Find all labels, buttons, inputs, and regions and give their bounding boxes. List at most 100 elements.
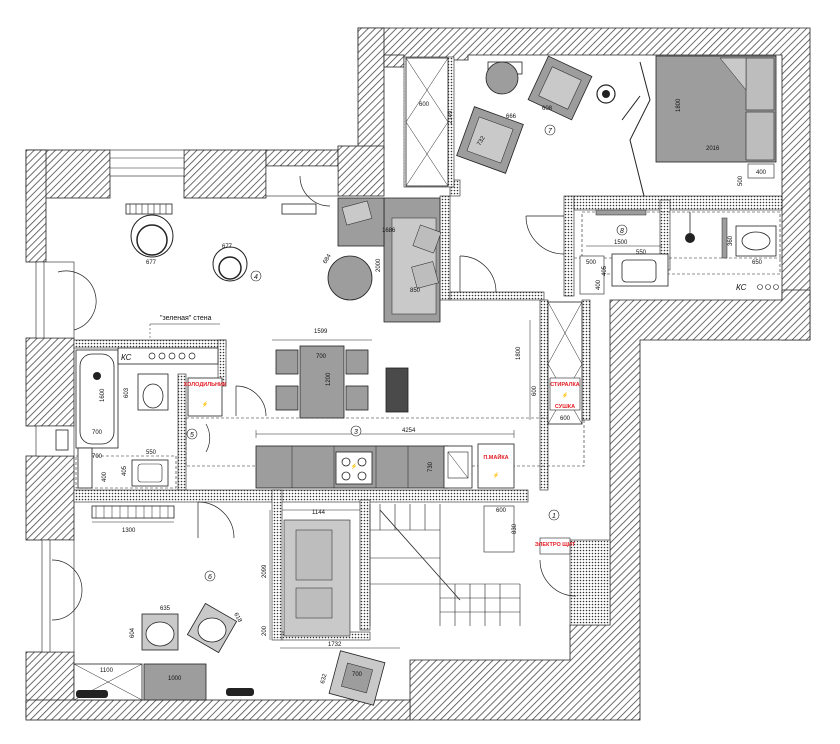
exterior-walls (25, 27, 811, 721)
dim-677-b: 677 (222, 244, 233, 250)
fridge (187, 377, 223, 417)
room-number-3: 3 (354, 429, 358, 436)
dim-1100: 1100 (100, 668, 114, 674)
dressing-room (283, 519, 351, 637)
dim-2016: 2016 (706, 146, 720, 152)
dining-area (275, 345, 409, 419)
dim-200: 200 (262, 625, 268, 636)
dining-chair (275, 349, 299, 375)
dim-684: 684 (323, 253, 334, 265)
shield-label: ЭЛЕКТРО ЩИТ (535, 542, 576, 548)
dim-1800-mid: 1800 (516, 346, 522, 360)
dim-405-bath: 405 (122, 465, 128, 476)
dim-550-bath: 550 (146, 450, 157, 456)
dim-700-chair: 700 (352, 672, 363, 678)
radiator-bath (55, 429, 69, 451)
dim-618: 618 (232, 612, 243, 624)
ks-left-label: КС (121, 353, 132, 362)
radiator-mid (281, 203, 317, 215)
dim-1500: 1500 (614, 240, 628, 246)
room-numbers (186, 124, 628, 582)
dryer-label: СУШКА (555, 404, 575, 410)
kitchen: ⚡ П.МАЙКА ⚡ (255, 443, 515, 489)
radiator-bath-2 (77, 447, 93, 489)
dim-603: 603 (124, 387, 130, 398)
dim-700-bath-b: 700 (92, 454, 103, 460)
room-number-1: 1 (552, 513, 556, 520)
room-number-7: 7 (548, 128, 553, 135)
dim-600: 600 (419, 102, 430, 108)
room-number-4: 4 (254, 274, 258, 281)
dim-600-mid-b: 600 (560, 416, 571, 422)
ks-right-label: КС (736, 283, 747, 292)
dim-700-table: 700 (316, 354, 327, 360)
column (385, 367, 409, 413)
dim-632: 632 (320, 673, 329, 685)
dim-2149: 2149 (448, 110, 454, 124)
cabinet-8 (579, 255, 605, 295)
room-number-8: 8 (620, 228, 624, 235)
dim-732: 732 (477, 135, 488, 147)
dim-4254: 4254 (402, 428, 416, 434)
windows (35, 149, 339, 653)
stairs (369, 504, 571, 626)
dim-1300: 1300 (122, 528, 136, 534)
dim-400: 400 (756, 170, 767, 176)
cooktop (335, 451, 373, 485)
washer-label: СТИРАЛКА (550, 382, 580, 388)
laundry-column: СТИРАЛКА ⚡ СУШКА (547, 301, 583, 425)
dim-635: 635 (160, 606, 171, 612)
bathroom-8: КС (579, 209, 779, 295)
dining-chair (275, 385, 299, 411)
dim-400-side: 400 (102, 471, 108, 482)
dresser-6 (143, 663, 207, 701)
dim-550: 550 (636, 250, 647, 256)
svg-text:⚡: ⚡ (351, 463, 358, 470)
bathroom-5: КС ХОЛОДИЛЬНИК ⚡ (55, 347, 227, 489)
dim-1144: 1144 (312, 510, 326, 516)
dim-1599: 1599 (314, 329, 328, 335)
lounge-chair (328, 650, 386, 706)
dimension-texts: 600 2149 666 732 608 1800 2016 500 400 1… (92, 98, 767, 685)
dim-2000: 2000 (376, 258, 382, 272)
round-coffee-table (327, 255, 373, 301)
bedroom (405, 55, 777, 197)
room-number-5: 5 (190, 432, 194, 439)
dim-666: 666 (506, 114, 517, 120)
radiator-bottom-2 (226, 688, 254, 696)
radiator-bottom (76, 690, 108, 698)
dim-1600: 1600 (100, 388, 106, 402)
dim-608: 608 (542, 106, 553, 112)
dim-500: 500 (738, 175, 744, 186)
dishwasher (477, 443, 515, 489)
radiator-left (125, 203, 173, 215)
dining-chair (345, 385, 369, 411)
svg-text:⚡: ⚡ (562, 392, 569, 399)
dim-850: 850 (410, 288, 421, 294)
dim-604: 604 (130, 627, 136, 638)
dim-677-a: 677 (146, 260, 157, 266)
living-room (125, 197, 442, 323)
stove-panel-label: П.МАЙКА (483, 453, 508, 461)
dim-700-bath: 700 (92, 430, 103, 436)
dim-360: 360 (728, 235, 734, 246)
svg-text:⚡: ⚡ (493, 472, 500, 479)
dim-1200: 1200 (326, 372, 332, 386)
dim-1000: 1000 (168, 676, 182, 682)
room-number-6: 6 (208, 574, 212, 581)
svg-text:⚡: ⚡ (202, 401, 209, 408)
dining-chair (345, 349, 369, 375)
dim-405: 405 (602, 265, 608, 276)
shower-drain-icon (685, 233, 695, 243)
fridge-label: ХОЛОДИЛЬНИК (184, 382, 227, 388)
dim-1732: 1732 (328, 642, 342, 648)
nightstand (747, 163, 775, 179)
round-ottoman (485, 61, 519, 95)
bedroom-6 (73, 505, 254, 701)
dim-730: 730 (428, 461, 434, 472)
doors (51, 175, 577, 621)
dim-600-mid: 600 (532, 385, 538, 396)
dim-1800: 1800 (676, 98, 682, 112)
